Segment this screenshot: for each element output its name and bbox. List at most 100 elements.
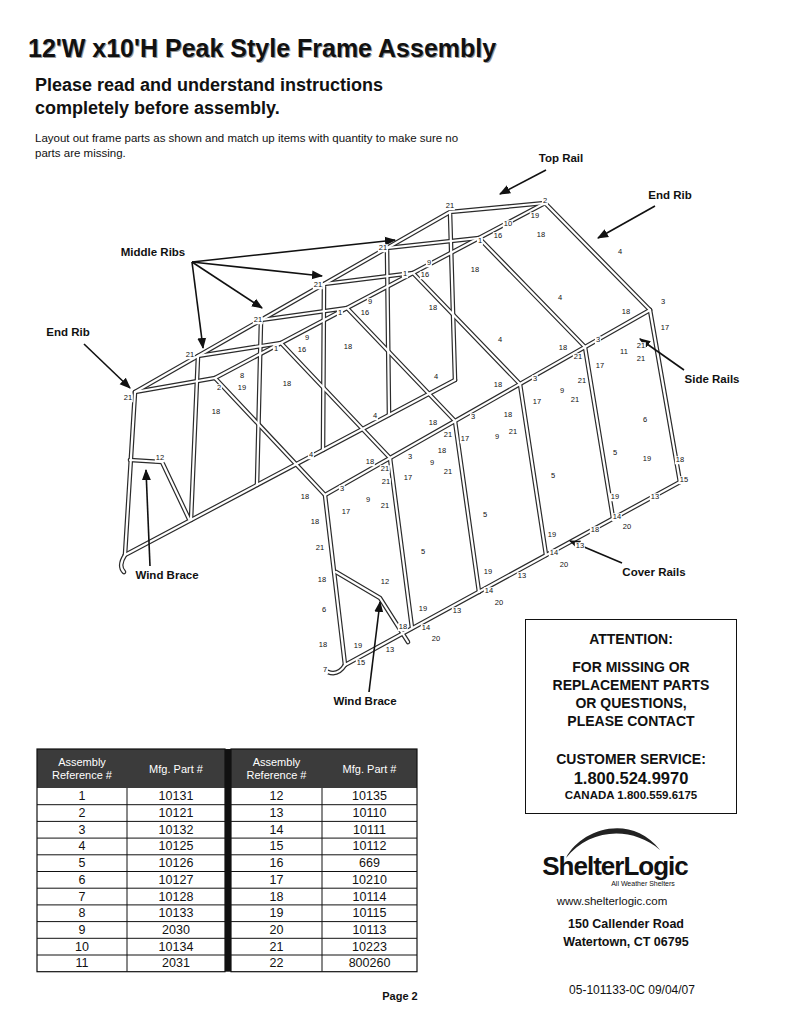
callout-number: 18 xyxy=(300,493,310,501)
callout-number: 5 xyxy=(420,548,426,556)
callout-arrow xyxy=(570,541,622,563)
part-callout: Middle Ribs xyxy=(119,246,188,260)
callout-number: 14 xyxy=(484,587,494,595)
table-cell: 18 xyxy=(270,890,284,903)
part-callout: End Rib xyxy=(44,326,91,340)
page-title: 12'W x10'H Peak Style Frame Assembly xyxy=(28,34,496,63)
callout-number: 18 xyxy=(282,380,292,388)
callout-number: 19 xyxy=(483,568,493,576)
table-cell: 669 xyxy=(359,857,380,870)
callout-number: 15 xyxy=(679,476,689,484)
table-cell: 17 xyxy=(270,874,284,887)
callout-number: 21 xyxy=(313,281,323,289)
callout-number: 7 xyxy=(322,666,328,674)
callout-number: 19 xyxy=(530,212,540,220)
callout-number: 4 xyxy=(497,336,503,344)
end-rib xyxy=(125,378,345,665)
instruction-note: Layout out frame parts as shown and matc… xyxy=(35,131,485,161)
table-cell: 21 xyxy=(270,940,284,953)
callout-number: 2 xyxy=(542,197,548,205)
callout-number: 21 xyxy=(443,468,453,476)
callout-number: 14 xyxy=(549,549,559,557)
callout-number: 3 xyxy=(339,485,345,493)
callout-number: 9 xyxy=(365,496,371,504)
table-cell: 10110 xyxy=(353,807,387,820)
table-cell: 2030 xyxy=(162,924,190,937)
part-callout: Cover Rails xyxy=(620,566,687,580)
middle-rib xyxy=(191,343,412,628)
frame-tube-outline xyxy=(121,203,680,673)
callout-number: 2 xyxy=(216,384,222,392)
callout-number: 18 xyxy=(470,266,480,274)
table-cell: 13 xyxy=(270,807,284,820)
brand-tagline: All Weather Shelters xyxy=(611,880,675,888)
callout-number: 21 xyxy=(508,428,518,436)
callout-number: 18 xyxy=(503,411,513,419)
table-cell: 10111 xyxy=(353,824,386,837)
callout-number: 16 xyxy=(360,309,370,317)
notice-text: CUSTOMER SERVICE: xyxy=(556,750,706,768)
callout-number: 21 xyxy=(123,394,133,402)
callout-number: 18 xyxy=(493,381,503,389)
callout-number: 21 xyxy=(443,431,453,439)
callout-number: 16 xyxy=(297,346,307,354)
callout-number: 19 xyxy=(610,493,620,501)
callout-number: 21 xyxy=(636,355,646,363)
table-cell: 10112 xyxy=(353,840,387,853)
callout-number: 12 xyxy=(155,454,165,462)
table-cell: 2031 xyxy=(162,957,190,970)
middle-rib xyxy=(323,273,546,555)
table-cell: 10133 xyxy=(159,907,194,920)
callout-arrow xyxy=(640,339,684,370)
callout-number: 9 xyxy=(367,298,373,306)
callout-number: 21 xyxy=(445,202,455,210)
callout-number: 18 xyxy=(317,576,327,584)
callout-number: 12 xyxy=(380,578,390,586)
callout-number: 9 xyxy=(429,459,435,467)
callout-number: 16 xyxy=(493,232,503,240)
callout-number: 3 xyxy=(407,453,413,461)
table-cell: 10128 xyxy=(159,890,194,903)
part-callout: Wind Brace xyxy=(133,569,200,583)
callout-number: 10 xyxy=(503,220,513,228)
callout-number: 18 xyxy=(428,419,438,427)
callout-arrow xyxy=(192,262,203,348)
notice-text: ATTENTION: xyxy=(589,630,673,648)
callout-number: 21 xyxy=(636,342,646,350)
callout-arrow xyxy=(146,470,150,566)
table-cell: 10135 xyxy=(352,790,387,803)
callout-number: 1 xyxy=(402,270,408,278)
website: www.shelterlogic.com xyxy=(557,895,668,909)
callout-number: 18 xyxy=(590,526,600,534)
table-header: Assembly Reference # xyxy=(39,756,125,782)
table-cell: 7 xyxy=(79,890,86,903)
callout-number: 13 xyxy=(452,607,462,615)
callout-arrow xyxy=(500,170,546,194)
callout-arrow xyxy=(369,602,380,692)
callout-number: 5 xyxy=(482,511,488,519)
callout-number: 5 xyxy=(550,472,556,480)
table-cell: 10125 xyxy=(159,840,194,853)
table-cell: 20 xyxy=(270,924,284,937)
callout-number: 21 xyxy=(381,478,391,486)
callout-number: 1 xyxy=(273,345,279,353)
callout-number: 17 xyxy=(595,362,605,370)
callout-number: 17 xyxy=(532,398,542,406)
table-cell: 10131 xyxy=(159,790,194,803)
table-cell: 10113 xyxy=(353,924,387,937)
callout-number: 14 xyxy=(421,624,431,632)
frame-tube-inner xyxy=(121,203,680,673)
table-cell: 8 xyxy=(79,907,86,920)
wind-brace xyxy=(336,572,408,642)
table-cell: 1 xyxy=(79,790,86,803)
part-callout: Wind Brace xyxy=(331,695,398,709)
table-cell: 800260 xyxy=(349,957,391,970)
notice-text: FOR MISSING OR REPLACEMENT PARTS OR QUES… xyxy=(547,658,715,730)
table-header: Assembly Reference # xyxy=(234,756,320,782)
table-cell: 10 xyxy=(75,940,89,953)
table-cell: 14 xyxy=(270,824,284,837)
table-header: Mfg. Part # xyxy=(131,762,221,775)
callout-number: 14 xyxy=(612,513,622,521)
table-cell: 9 xyxy=(79,924,86,937)
